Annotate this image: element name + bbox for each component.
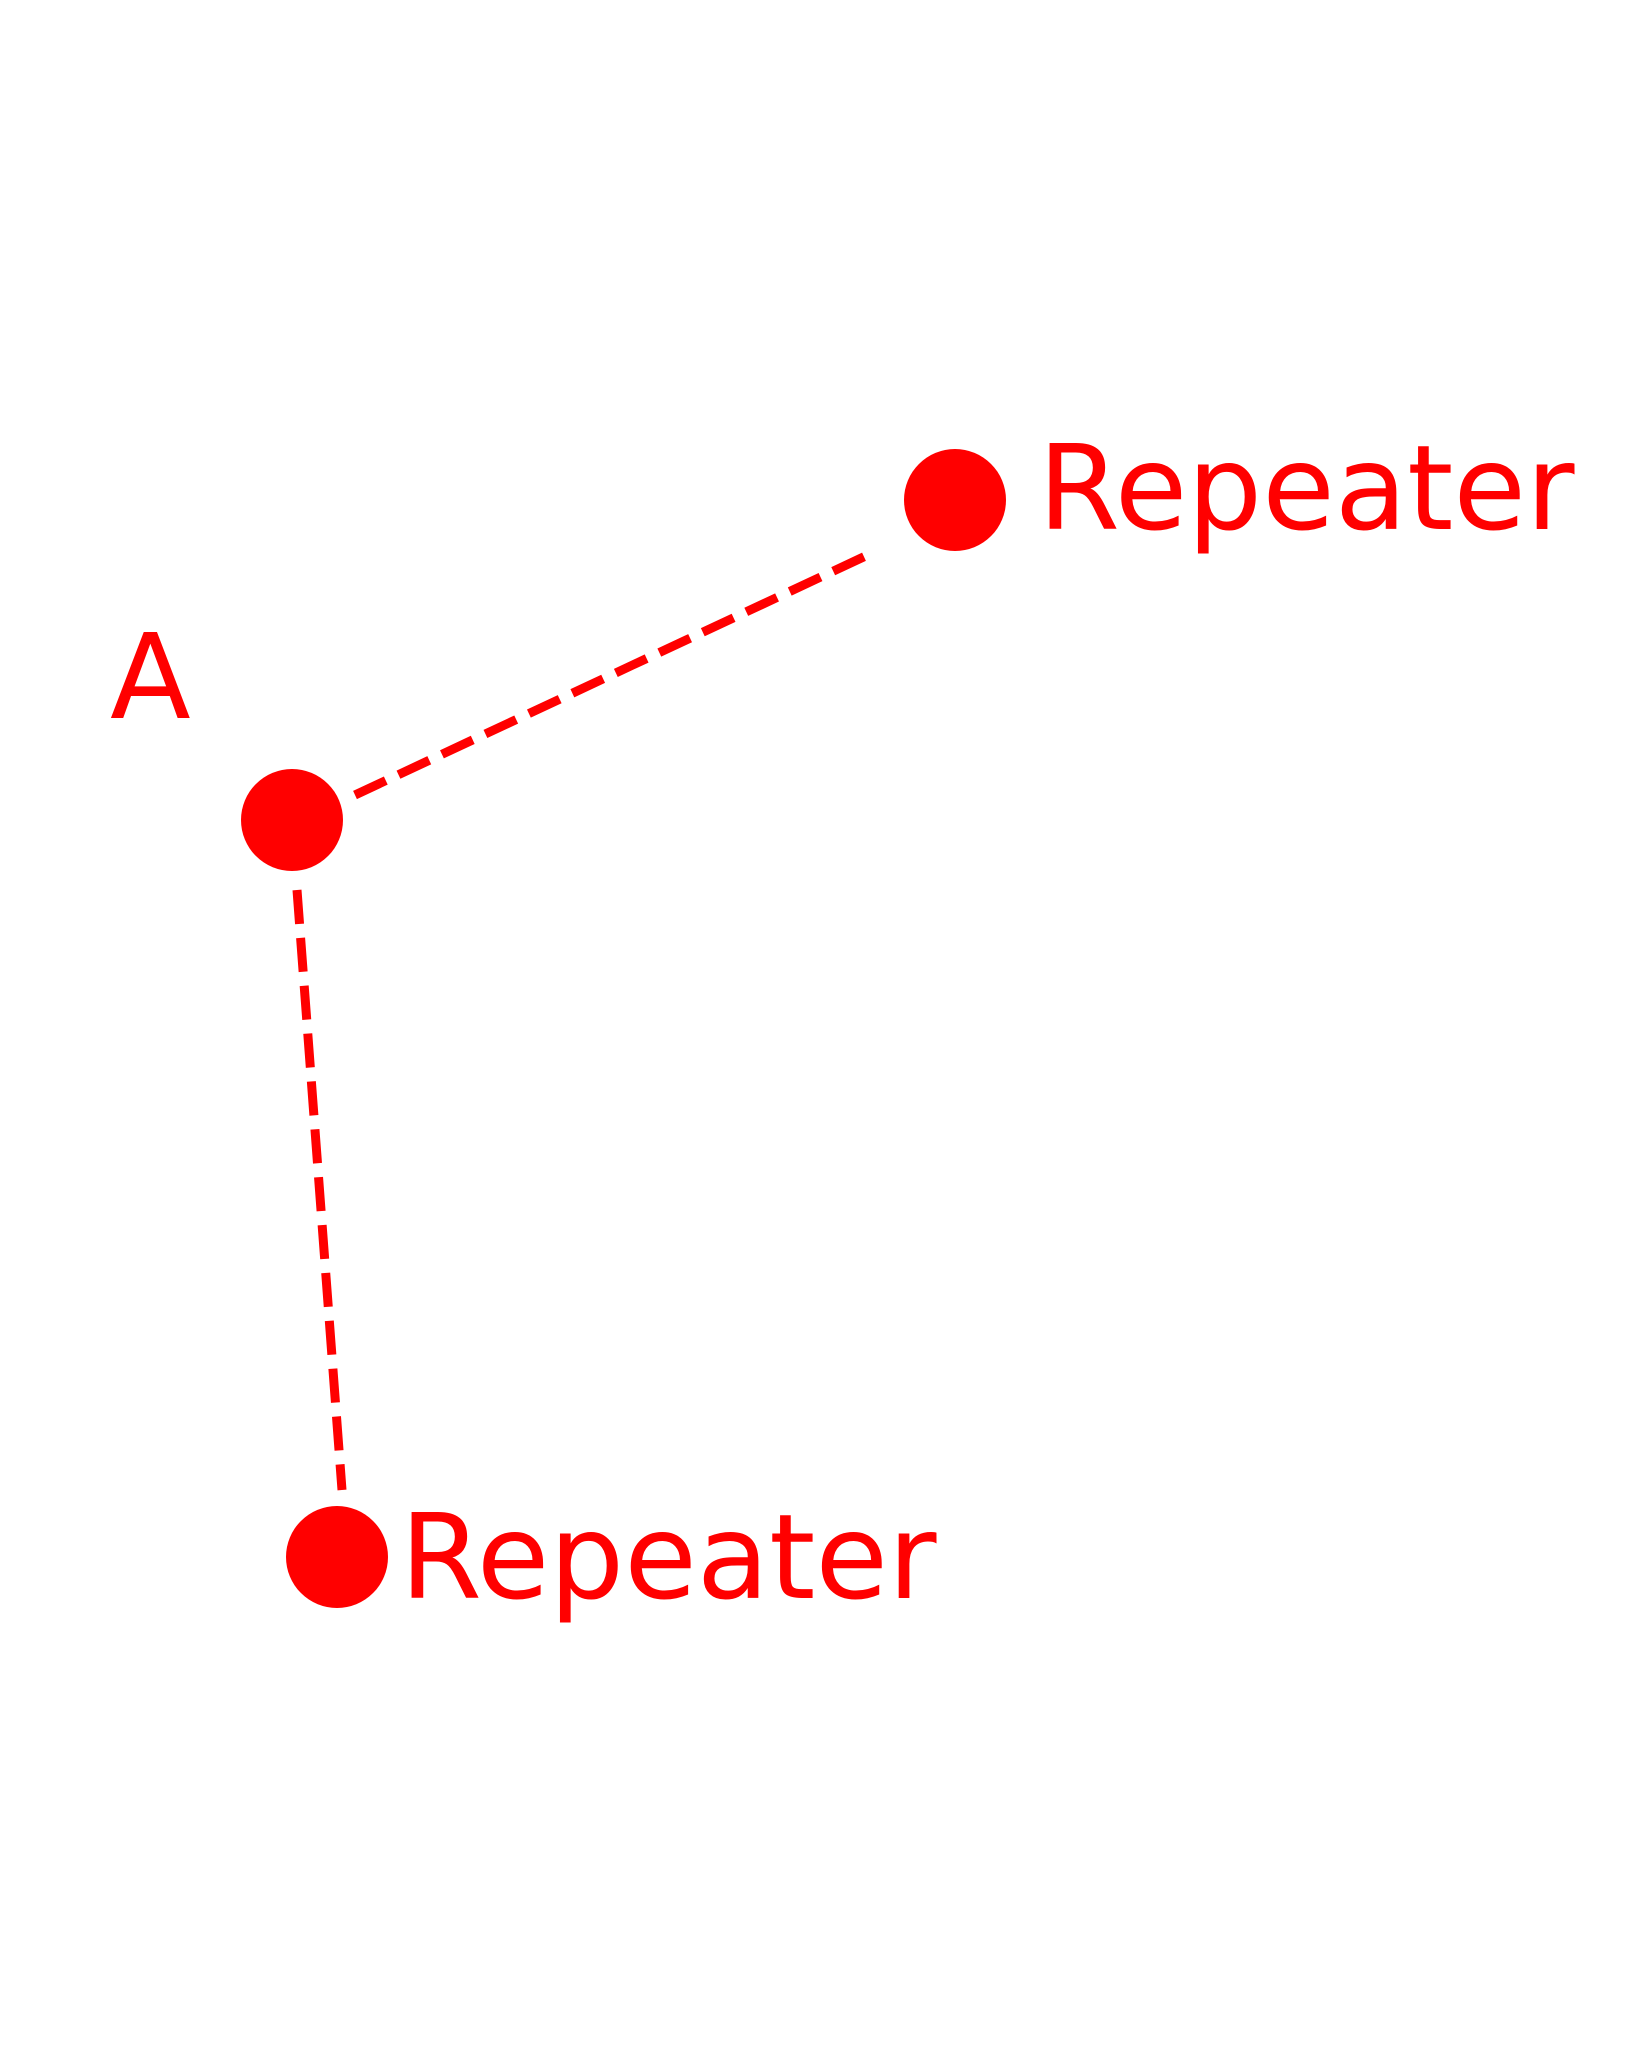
node-a-label: A: [110, 608, 191, 746]
node-repeater-bottom-label: Repeater: [400, 1488, 937, 1626]
node-repeater-top: [904, 449, 1006, 551]
link-a-to-repeater-bottom: [292, 889, 347, 1491]
node-a: [241, 769, 343, 871]
node-repeater-bottom: [286, 1506, 388, 1608]
link-a-to-repeater-top: [353, 548, 874, 800]
node-repeater-top-label: Repeater: [1038, 419, 1575, 557]
